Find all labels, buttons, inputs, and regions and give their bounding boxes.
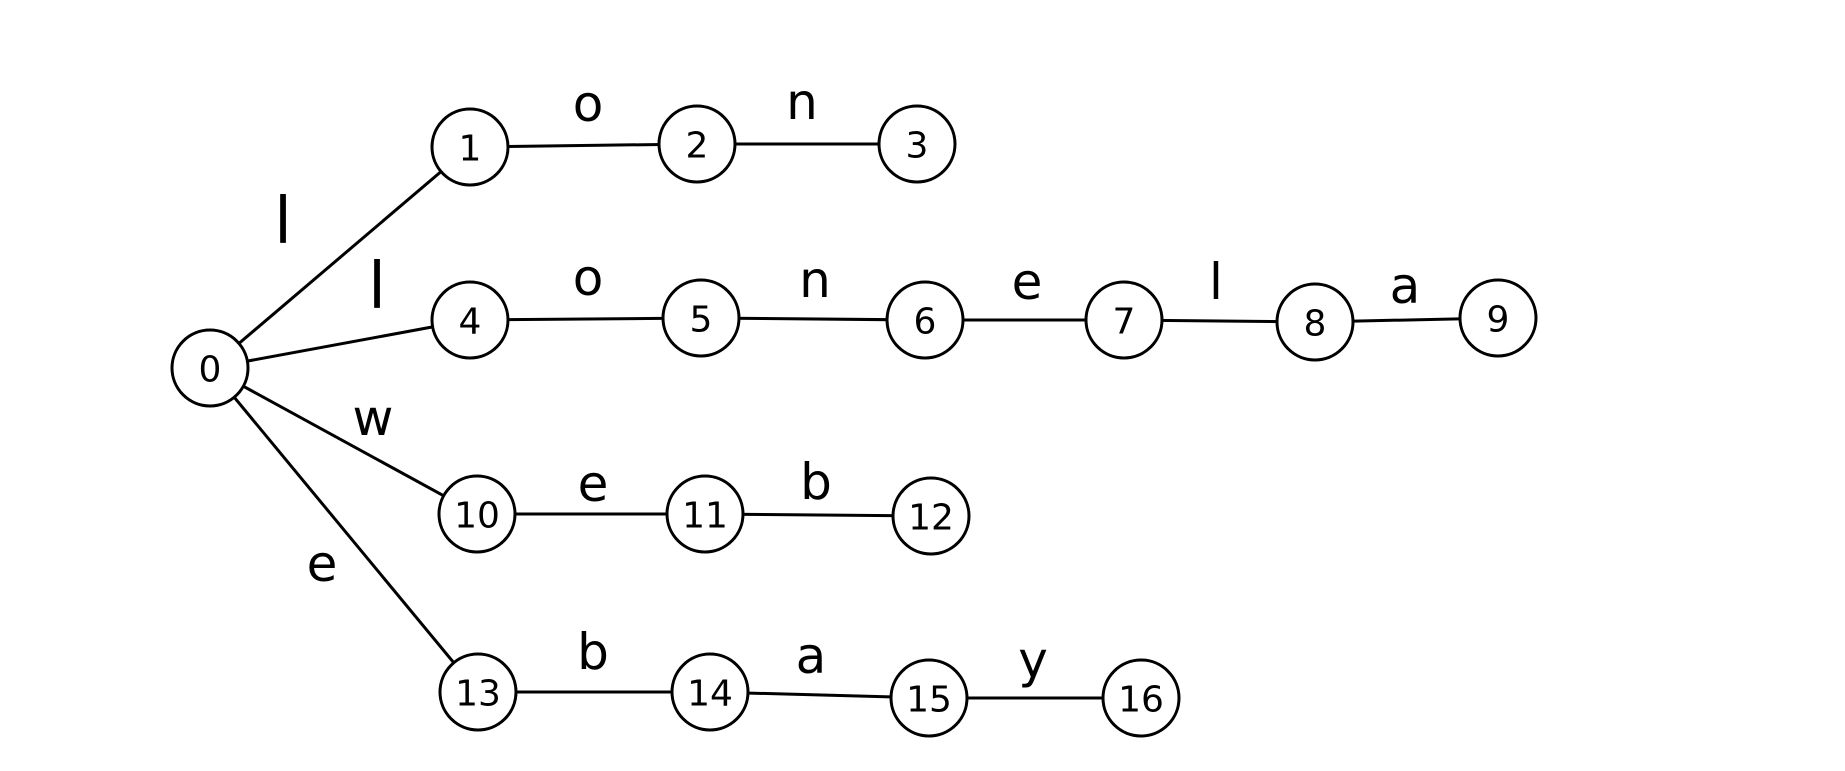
edge-label-0-4: l [368, 250, 386, 324]
node-label: 0 [199, 350, 222, 391]
node-9: 9 [1458, 278, 1538, 358]
edge-label-0-13: e [307, 535, 338, 593]
node-label: 1 [459, 129, 482, 170]
node-12: 12 [891, 476, 971, 556]
node-circle [437, 474, 517, 554]
node-7: 7 [1084, 280, 1164, 360]
edge-0-13 [208, 367, 480, 693]
edge-label-13-14: b [577, 623, 609, 681]
edge-label-6-7: e [1012, 253, 1043, 311]
node-circle [657, 104, 737, 184]
node-circle [661, 278, 741, 358]
node-6: 6 [885, 280, 965, 360]
node-label: 4 [459, 302, 482, 343]
node-circle [891, 476, 971, 556]
node-1: 1 [430, 107, 510, 187]
node-label: 12 [908, 498, 954, 539]
node-label: 14 [687, 674, 733, 715]
edge-0-1 [209, 145, 471, 370]
node-label: 8 [1304, 304, 1327, 345]
node-circle [1275, 282, 1355, 362]
node-circle [430, 280, 510, 360]
node-label: 6 [914, 302, 937, 343]
node-16: 16 [1101, 658, 1181, 738]
node-circle [438, 652, 518, 732]
node-15: 15 [889, 658, 969, 738]
edge-0-4 [209, 318, 471, 370]
node-label: 15 [906, 680, 952, 721]
node-0: 0 [170, 328, 250, 408]
node-circle [1084, 280, 1164, 360]
node-3: 3 [877, 104, 957, 184]
node-2: 2 [657, 104, 737, 184]
node-circle [665, 474, 745, 554]
edge-label-11-12: b [800, 453, 832, 511]
edges-layer [208, 142, 1499, 700]
node-circle [889, 658, 969, 738]
node-circle [170, 328, 250, 408]
edge-label-2-3: n [786, 73, 818, 131]
node-label: 7 [1113, 302, 1136, 343]
edge-0-10 [209, 366, 478, 516]
node-5: 5 [661, 278, 741, 358]
node-label: 9 [1487, 300, 1510, 341]
node-label: 2 [686, 126, 709, 167]
node-circle [670, 652, 750, 732]
node-label: 16 [1118, 680, 1164, 721]
edge-label-15-16: y [1018, 631, 1048, 689]
node-label: 13 [455, 674, 501, 715]
node-8: 8 [1275, 282, 1355, 362]
edge-label-0-1: l [274, 185, 292, 259]
node-10: 10 [437, 474, 517, 554]
node-label: 5 [690, 300, 713, 341]
edge-label-14-15: a [796, 627, 827, 685]
node-11: 11 [665, 474, 745, 554]
node-label: 3 [906, 126, 929, 167]
edge-label-0-10: w [353, 389, 394, 447]
node-circle [430, 107, 510, 187]
node-circle [877, 104, 957, 184]
node-circle [1458, 278, 1538, 358]
node-circle [1101, 658, 1181, 738]
edge-labels-layer: l o n l o n e l a w e b e b a y [274, 73, 1420, 689]
edge-label-10-11: e [578, 455, 609, 513]
node-14: 14 [670, 652, 750, 732]
edge-label-5-6: n [799, 251, 831, 309]
node-circle [885, 280, 965, 360]
node-label: 11 [682, 496, 728, 537]
node-13: 13 [438, 652, 518, 732]
edge-label-1-2: o [573, 75, 604, 133]
node-4: 4 [430, 280, 510, 360]
edge-label-8-9: a [1390, 257, 1421, 315]
edge-label-7-8: l [1209, 253, 1223, 311]
edge-label-4-5: o [573, 249, 604, 307]
node-label: 10 [454, 496, 500, 537]
